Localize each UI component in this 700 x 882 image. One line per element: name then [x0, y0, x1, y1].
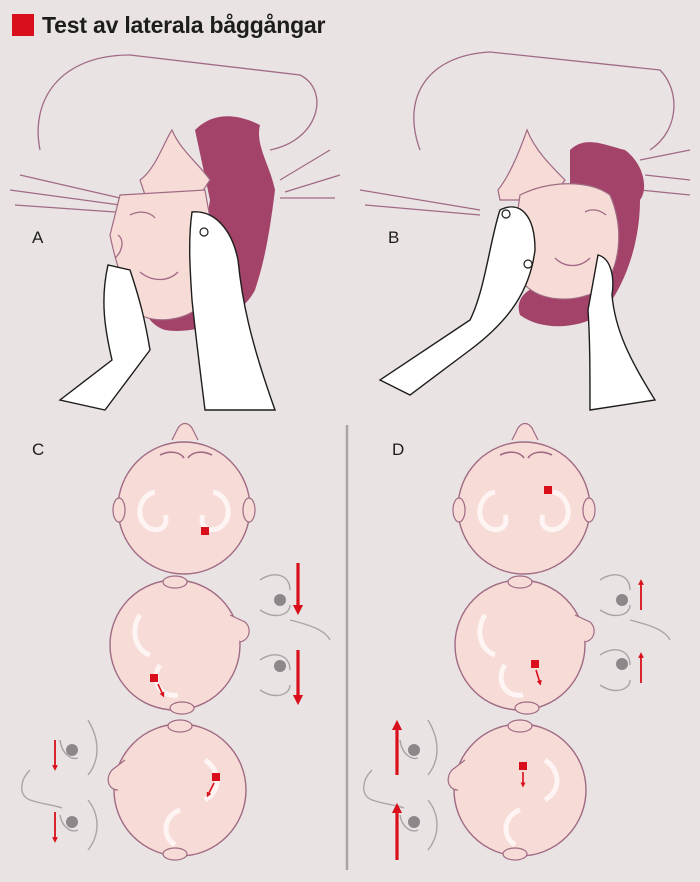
head-icon — [447, 719, 587, 861]
head-icon — [112, 422, 256, 575]
hand-left — [58, 264, 151, 411]
panel-a-illustration — [9, 54, 341, 411]
head-icon — [109, 575, 250, 715]
pillow-outline — [37, 54, 318, 151]
eye-icon — [408, 816, 420, 828]
figure-title: Test av laterala båggångar — [12, 10, 325, 40]
otolith-marker-icon — [519, 762, 527, 770]
eye-pair-left — [21, 719, 98, 851]
hand-right — [188, 211, 276, 411]
arrow-icon — [206, 782, 215, 798]
otolith-marker-icon — [150, 674, 158, 682]
head-icon — [107, 719, 247, 861]
neck-shape — [139, 128, 211, 196]
otolith-marker-icon — [544, 486, 552, 494]
eye-pair-right — [259, 563, 331, 706]
figure-title-text: Test av laterala båggångar — [42, 11, 326, 38]
pillow-outline — [413, 51, 675, 151]
eye-pair-right — [599, 574, 671, 692]
panel-b-illustration — [359, 51, 691, 411]
hand-right — [587, 254, 657, 411]
panel-label-a: A — [32, 228, 44, 247]
panel-label-c: C — [32, 440, 45, 459]
thumbnail — [501, 209, 511, 219]
arrow-icon — [535, 669, 542, 686]
panel-label-d: D — [392, 440, 405, 459]
head-icon — [454, 575, 595, 715]
eye-icon — [408, 744, 420, 756]
eye-icon — [274, 594, 286, 606]
thumbnail — [523, 259, 533, 269]
eye-icon — [66, 744, 78, 756]
otolith-marker-icon — [212, 773, 220, 781]
bed-line — [359, 149, 691, 216]
eye-icon — [66, 816, 78, 828]
face-features — [114, 211, 179, 281]
panel-c-illustration — [21, 422, 331, 861]
otolith-marker-icon — [531, 660, 539, 668]
arrow-icon — [157, 683, 165, 698]
eye-pair-left — [363, 719, 438, 860]
neck-shape — [497, 128, 566, 201]
eye-icon — [616, 658, 628, 670]
bed-line — [9, 149, 341, 213]
panel-label-b: B — [388, 228, 400, 247]
head-icon — [452, 422, 596, 575]
face-features — [554, 209, 607, 267]
panel-d-illustration — [363, 422, 671, 861]
eye-icon — [274, 660, 286, 672]
eye-icon — [616, 594, 628, 606]
hand-left — [378, 206, 536, 396]
title-square-icon — [12, 14, 34, 36]
otolith-marker-icon — [201, 527, 209, 535]
thumbnail — [199, 227, 209, 237]
